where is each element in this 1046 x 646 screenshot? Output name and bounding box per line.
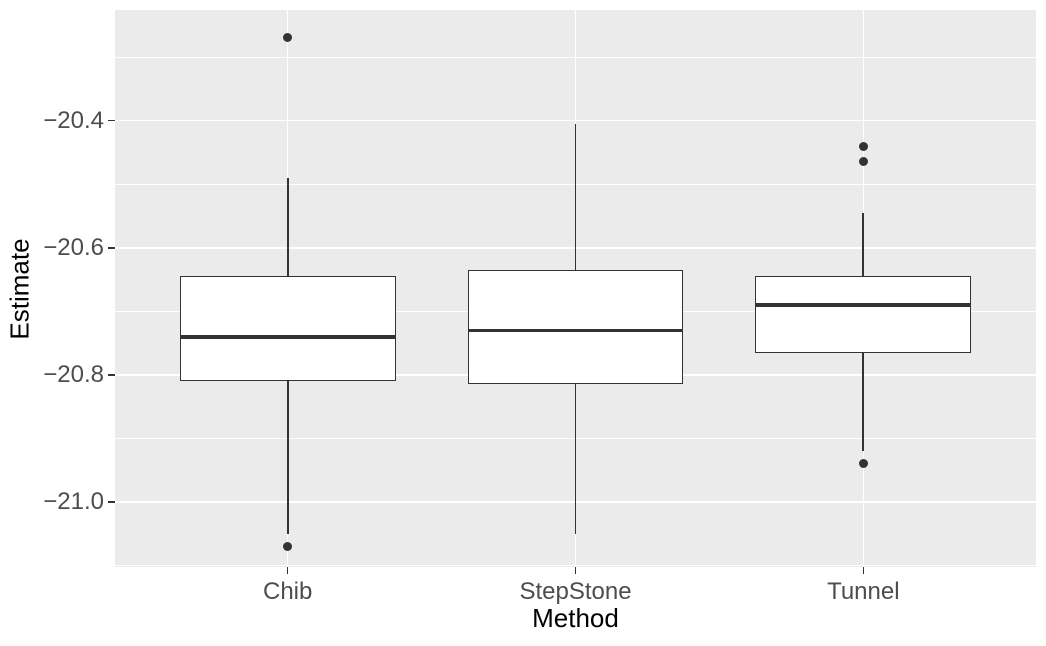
outlier-point xyxy=(858,157,868,167)
y-tick-mark xyxy=(108,374,115,376)
x-tick-label: Chib xyxy=(263,578,313,605)
y-tick-label: −20.6 xyxy=(43,233,104,261)
x-tick-mark xyxy=(862,567,865,574)
y-tick-label: −21.0 xyxy=(43,488,104,516)
x-axis-title: Method xyxy=(532,603,619,633)
boxplot-median xyxy=(179,335,396,339)
y-tick-mark xyxy=(108,247,115,249)
boxplot-box xyxy=(467,270,684,385)
x-tick-mark xyxy=(286,567,289,574)
y-tick-label: −20.8 xyxy=(43,360,104,388)
outlier-point xyxy=(283,33,293,43)
outlier-point xyxy=(858,459,868,469)
x-tick-mark xyxy=(574,567,577,574)
outlier-point xyxy=(858,141,868,151)
x-tick-label: Tunnel xyxy=(827,578,900,605)
x-tick-label: StepStone xyxy=(519,578,632,605)
y-tick-mark xyxy=(108,501,115,503)
boxplot-median xyxy=(755,303,972,307)
boxplot-box xyxy=(755,276,972,353)
outlier-point xyxy=(283,542,293,552)
y-tick-mark xyxy=(108,119,115,122)
boxplot-box xyxy=(179,276,396,382)
y-tick-label: −20.4 xyxy=(43,106,104,134)
boxplot-median xyxy=(467,328,684,333)
y-axis-title: Estimate xyxy=(4,238,35,340)
